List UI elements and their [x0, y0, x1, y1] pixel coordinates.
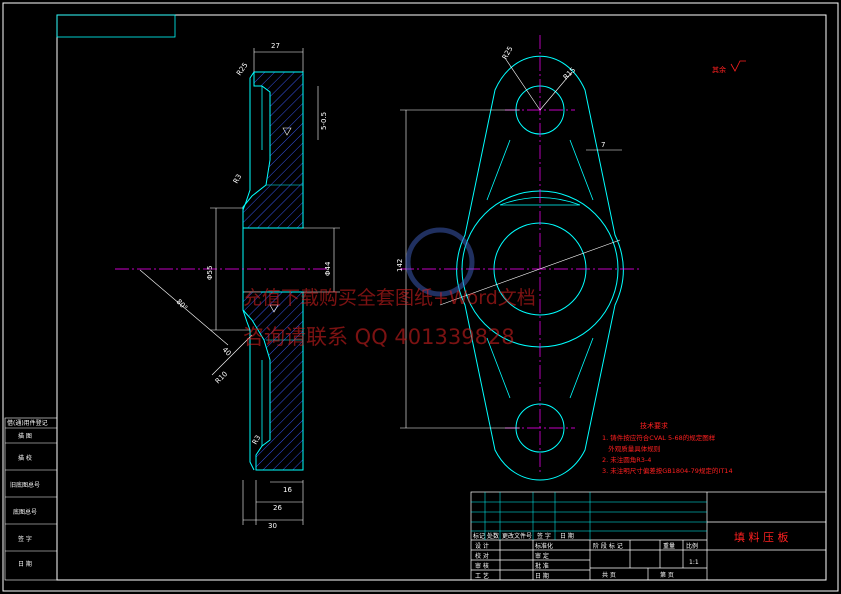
plan-dimensions	[400, 57, 622, 429]
watermark-line-1: 充值下载购买全套图纸+Word文档	[243, 287, 536, 309]
dim-bottom-mid: 26	[273, 504, 282, 512]
side-row-4: 签 字	[18, 535, 32, 543]
plan-dim-r15: R15	[562, 66, 577, 81]
note-line-1: 1. 铸件按应符合CVAL 5-68的规定图样	[602, 433, 716, 442]
tb-scale-label: 比例	[686, 542, 698, 550]
side-table: 借(通)用件登记 描 图 描 校 旧底图总号 底图总号 签 字 日 期	[4, 417, 58, 581]
tb-weight: 重量	[663, 542, 675, 550]
section-dim-labels: 27 R25 5-0.5 R3 Φ55 Φ44 80° 40 R10 R3 16…	[175, 42, 332, 530]
dim-r-fillet: R3	[232, 173, 244, 185]
notes-heading: 技术要求	[640, 421, 668, 430]
tb-check: 校 对	[475, 552, 489, 560]
note-line-4: 3. 未注明尺寸偏差按GB1804-79规定的IT14	[602, 466, 733, 475]
dim-depth-small: 5-0.5	[320, 112, 328, 130]
dim-dia-left: Φ55	[206, 266, 214, 280]
tb-total-sheets: 共 页	[602, 571, 616, 579]
side-row-3: 底图总号	[13, 508, 37, 516]
watermark: 充值下载购买全套图纸+Word文档 咨询请联系 QQ 401339828	[243, 227, 536, 349]
drawing-title: 填 料 压 板	[734, 530, 789, 544]
tb-mark: 标记	[473, 532, 485, 540]
section-dimensions	[139, 48, 340, 525]
plan-dim-height: 142	[396, 259, 404, 272]
plate-outline	[456, 55, 624, 481]
tb-design: 设 计	[475, 542, 489, 550]
dim-r3-bottom: R3	[251, 434, 263, 446]
dim-r-top: R25	[235, 61, 249, 77]
dim-angle-label: 40	[221, 346, 233, 358]
title-block: 标记 处数 更改文件号 签 字 日 期 设 计 标准化 校 对 审 定 审 核 …	[470, 491, 827, 581]
plan-dim-side: 7	[601, 141, 605, 149]
tb-change-doc: 更改文件号	[502, 532, 532, 540]
section-view	[115, 71, 330, 471]
tb-sheet-no: 第 页	[660, 571, 674, 579]
tb-sign: 签 字	[537, 532, 551, 540]
tb-approve: 审 定	[535, 552, 549, 560]
side-row-0: 描 图	[18, 432, 32, 440]
dim-top-width: 27	[271, 42, 280, 50]
tb-count: 处数	[487, 532, 499, 540]
tb-standard: 标准化	[535, 542, 553, 550]
plan-centerlines	[400, 35, 640, 475]
note-line-3: 2. 未注圆角R3-4	[602, 455, 651, 464]
section-lower-body	[242, 291, 304, 471]
dim-dia-bore: Φ44	[324, 261, 332, 276]
roughness-symbol: 其余	[712, 60, 746, 74]
tb-date: 日 期	[560, 532, 574, 540]
technical-notes: 技术要求 1. 铸件按应符合CVAL 5-68的规定图样 外观质量具体规则 2.…	[602, 421, 733, 475]
dim-bottom-inner: 16	[283, 486, 292, 494]
tb-stage: 阶 段 标 记	[593, 542, 623, 550]
plan-dim-r25: R25	[501, 45, 515, 61]
roughness-text: 其余	[712, 65, 726, 74]
tb-review: 审 核	[475, 562, 489, 570]
tb-process: 工 艺	[475, 572, 489, 580]
dim-r10: R10	[214, 370, 229, 385]
side-table-header: 借(通)用件登记	[7, 419, 48, 427]
side-row-2: 旧底图总号	[10, 481, 40, 489]
tb-process-date: 日 期	[535, 572, 549, 580]
dim-bottom-total: 30	[268, 522, 277, 530]
tb-ratify: 批 准	[535, 562, 549, 570]
watermark-line-2: 咨询请联系 QQ 401339828	[243, 325, 515, 349]
side-row-5: 日 期	[18, 560, 32, 568]
note-line-2: 外观质量具体规则	[602, 444, 660, 453]
tb-scale: 1:1	[689, 559, 699, 566]
section-upper-body	[242, 71, 304, 229]
side-row-1: 描 校	[18, 454, 32, 462]
